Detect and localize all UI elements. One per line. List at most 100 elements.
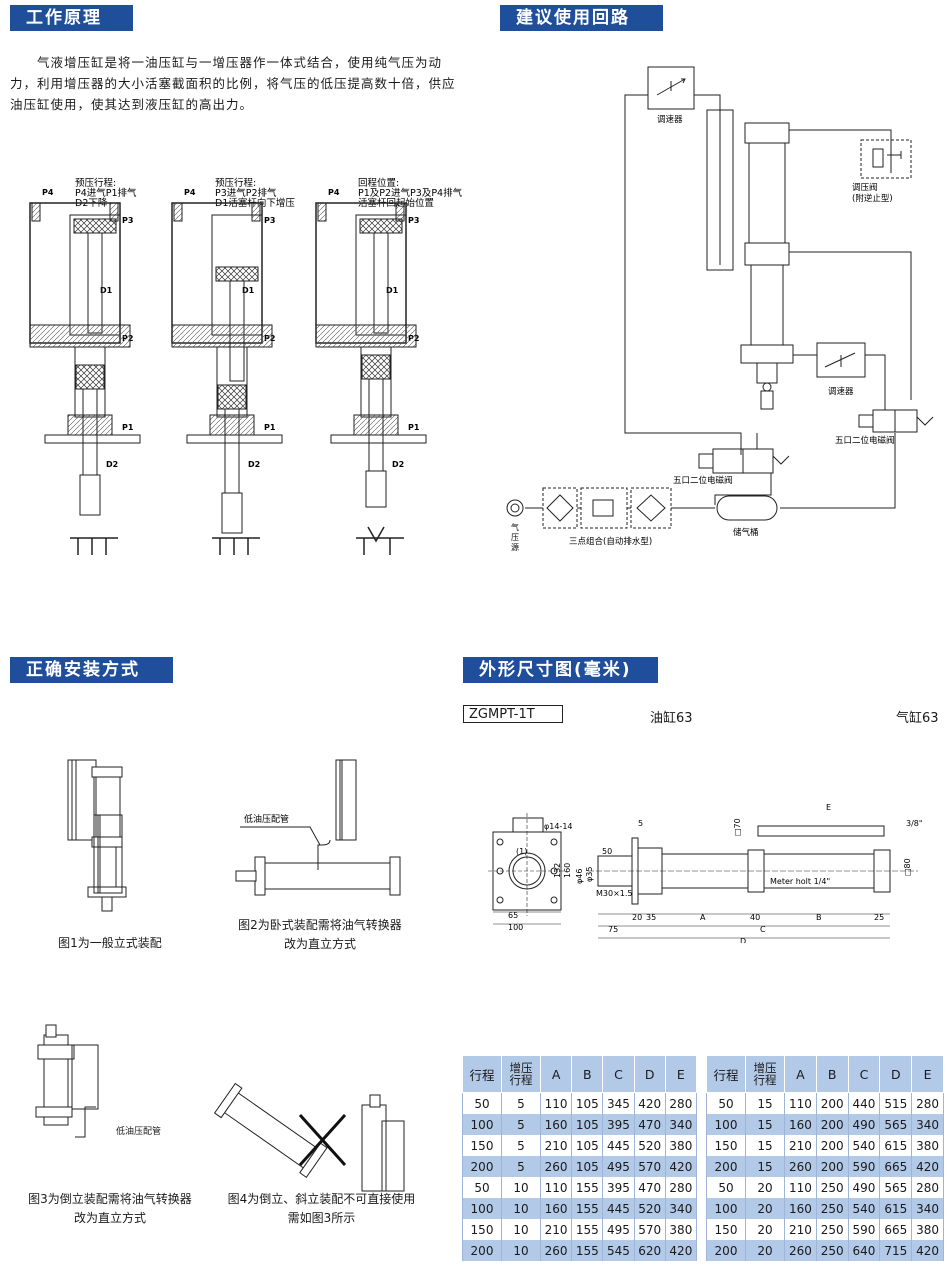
pressure-valve-note: (附逆止型) (852, 193, 893, 204)
table-cell: 395 (602, 1177, 635, 1198)
dim-25: 25 (874, 913, 884, 922)
table-cell: 260 (784, 1156, 817, 1177)
table-cell: 620 (633, 1240, 666, 1261)
table-cell: 105 (571, 1092, 604, 1114)
table-cell: 160 (539, 1198, 573, 1219)
dimension-drawing: φ14-14 (1) 132 160 65 100 φ46 φ35 50 M30… (488, 803, 923, 943)
diag1-line2: P4进气P1排气 (75, 187, 137, 199)
dim-65: 65 (508, 911, 518, 920)
valve-left-label: 五口二位电磁阀 (673, 475, 733, 486)
diag1-d1: D1 (100, 286, 113, 295)
diag2-d1: D1 (242, 286, 255, 295)
table-cell: 200 (815, 1156, 849, 1177)
header-c: C (847, 1055, 881, 1093)
fig3-caption-line1: 图3为倒立装配需将油气转换器 (28, 1192, 192, 1206)
frl-label: 三点组合(自动排水型) (569, 536, 652, 547)
air-cylinder-size: 气缸63 (896, 711, 939, 726)
air-source-2: 压 (511, 533, 519, 542)
table-cell: 640 (847, 1240, 881, 1261)
table-cell: 260 (784, 1240, 817, 1261)
diag1-p4: P4 (42, 188, 54, 197)
table-cell: 715 (879, 1240, 913, 1261)
section-title-principle: 工作原理 (10, 5, 133, 31)
table-cell: 150 (706, 1219, 746, 1240)
diag1-p3: P3 (122, 216, 133, 225)
table-cell: 340 (911, 1198, 944, 1219)
table-cell: 10 (501, 1219, 541, 1240)
fig4-caption-line2: 需如图3所示 (287, 1211, 356, 1225)
fig3-pipe-label: 低油压配管 (116, 1127, 162, 1137)
diag3-p1: P1 (408, 423, 420, 432)
header-a: A (539, 1055, 573, 1093)
table-cell: 50 (462, 1092, 502, 1114)
table-cell: 200 (815, 1114, 849, 1135)
table-cell: 380 (911, 1135, 944, 1156)
dim-35: 35 (646, 913, 656, 922)
dim-one: (1) (516, 847, 527, 856)
section-title-dimensions: 外形尺寸图(毫米) (463, 657, 658, 683)
diag3-p4: P4 (328, 188, 340, 197)
header-stroke: 行程 (462, 1055, 502, 1093)
table-cell: 155 (571, 1198, 604, 1219)
fig1-caption: 图1为一般立式装配 (58, 936, 162, 950)
table-cell: 200 (815, 1092, 849, 1114)
table-cell: 20 (745, 1198, 785, 1219)
table-cell: 250 (815, 1240, 849, 1261)
principle-diagrams: 预压行程: P4进气P1排气 D2下降 P4 P3 P2 P1 D1 D2 预压… (29, 177, 463, 555)
table-cell: 50 (706, 1177, 746, 1198)
table-cell: 380 (911, 1219, 944, 1240)
dim-75: 75 (608, 925, 618, 934)
table-cell: 665 (879, 1156, 913, 1177)
diag2-p1: P1 (264, 423, 276, 432)
table-cell: 540 (847, 1135, 881, 1156)
diag3-d1: D1 (386, 286, 399, 295)
fig3-caption-line2: 改为直立方式 (73, 1211, 146, 1225)
oil-cylinder-size: 油缸63 (650, 711, 693, 726)
regulator-mid-label: 调速器 (828, 387, 854, 397)
diag2-line2: P3进气P2排气 (215, 187, 277, 199)
table-cell: 50 (706, 1092, 746, 1114)
header-d: D (879, 1055, 913, 1093)
dim-hole: φ14-14 (544, 822, 573, 831)
diag3-line2: P1及P2进气P3及P4排气 (358, 187, 463, 199)
header-e: E (911, 1055, 944, 1093)
table-cell: 200 (706, 1240, 746, 1261)
dim-5: 5 (638, 819, 643, 828)
table-cell: 565 (879, 1114, 913, 1135)
table-cell: 200 (706, 1156, 746, 1177)
fig2-pipe-label: 低油压配管 (244, 813, 289, 825)
table-cell: 520 (633, 1135, 666, 1156)
valve-right-label: 五口二位电磁阀 (835, 435, 895, 446)
table-cell: 5 (501, 1135, 541, 1156)
fig4-caption-line1: 图4为倒立、斜立装配不可直接使用 (227, 1192, 416, 1206)
table-cell: 570 (633, 1156, 666, 1177)
table-cell: 445 (602, 1135, 635, 1156)
diag2-d2: D2 (248, 460, 260, 469)
dim-e: E (826, 803, 831, 812)
table-cell: 280 (911, 1177, 944, 1198)
table-cell: 150 (462, 1219, 502, 1240)
table-cell: 615 (879, 1198, 913, 1219)
header-boost-stroke: 增压行程 (745, 1055, 785, 1093)
table-cell: 200 (815, 1135, 849, 1156)
table-cell: 20 (745, 1240, 785, 1261)
header-c: C (602, 1055, 635, 1093)
table-cell: 380 (664, 1219, 698, 1240)
air-source-icon (506, 499, 524, 517)
header-stroke: 行程 (706, 1055, 746, 1093)
table-cell: 250 (815, 1219, 849, 1240)
diag1-line1: 预压行程: (75, 177, 116, 189)
table-cell: 10 (501, 1198, 541, 1219)
table-cell: 20 (745, 1219, 785, 1240)
table-cell: 210 (784, 1219, 817, 1240)
pressure-valve-label: 调压阀 (852, 183, 878, 193)
table-cell: 110 (784, 1177, 817, 1198)
dim-100: 100 (508, 923, 523, 932)
